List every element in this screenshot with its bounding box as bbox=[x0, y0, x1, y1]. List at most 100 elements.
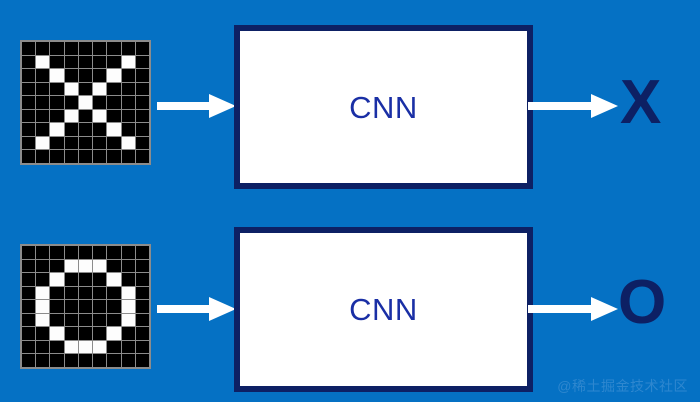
pixel-cell bbox=[135, 69, 149, 82]
pixel-cell bbox=[50, 259, 64, 273]
pixel-cell bbox=[36, 246, 50, 259]
pixel-cell bbox=[121, 354, 135, 367]
pixel-cell bbox=[78, 273, 93, 286]
pixel-cell bbox=[36, 340, 50, 354]
pixel-cell bbox=[107, 246, 121, 259]
pixel-cell bbox=[22, 300, 36, 313]
pixel-cell bbox=[121, 82, 135, 96]
input-arrow-o bbox=[157, 296, 236, 322]
pixel-cell bbox=[36, 55, 50, 69]
pixel-cell bbox=[107, 136, 121, 150]
pixel-cell bbox=[135, 327, 149, 340]
pixel-cell bbox=[93, 42, 107, 55]
pixel-cell bbox=[135, 259, 149, 273]
pixel-cell bbox=[93, 150, 107, 163]
pixel-cell bbox=[135, 313, 149, 327]
pixel-cell bbox=[135, 42, 149, 55]
pixel-cell bbox=[22, 69, 36, 82]
pixel-cell bbox=[107, 327, 121, 340]
input-arrow-x bbox=[157, 93, 236, 119]
pixel-cell bbox=[135, 150, 149, 163]
pixel-cell bbox=[107, 286, 121, 300]
pixel-cell bbox=[121, 109, 135, 123]
pixel-cell bbox=[50, 123, 64, 136]
pixel-cell bbox=[78, 42, 93, 55]
pixel-cell bbox=[135, 286, 149, 300]
pixel-cell bbox=[93, 246, 107, 259]
pixel-cell bbox=[36, 42, 50, 55]
pixel-cell bbox=[36, 96, 50, 109]
pixel-cell bbox=[22, 82, 36, 96]
pixel-cell bbox=[64, 327, 78, 340]
cnn-label-x: CNN bbox=[349, 89, 418, 125]
pixel-cell bbox=[64, 246, 78, 259]
pixel-cell bbox=[121, 340, 135, 354]
pixel-cell bbox=[22, 327, 36, 340]
pixel-cell bbox=[50, 354, 64, 367]
pixel-cell bbox=[78, 246, 93, 259]
pixel-cell bbox=[107, 69, 121, 82]
pixel-cell bbox=[64, 69, 78, 82]
pixel-cell bbox=[78, 96, 93, 109]
pixel-cell bbox=[22, 55, 36, 69]
pixel-cell bbox=[50, 82, 64, 96]
pixel-cell bbox=[107, 42, 121, 55]
pixel-cell bbox=[121, 123, 135, 136]
pixel-cell bbox=[121, 69, 135, 82]
pixel-cell bbox=[64, 42, 78, 55]
pixel-cell bbox=[64, 136, 78, 150]
pixel-cell bbox=[22, 96, 36, 109]
pixel-cell bbox=[135, 82, 149, 96]
pixel-cell bbox=[107, 273, 121, 286]
pixel-cell bbox=[64, 96, 78, 109]
pixel-cell bbox=[64, 300, 78, 313]
pixel-cell bbox=[64, 354, 78, 367]
pixel-cell bbox=[64, 259, 78, 273]
pixel-cell bbox=[135, 354, 149, 367]
pixel-cell bbox=[64, 273, 78, 286]
pixel-cell bbox=[36, 136, 50, 150]
pixel-cell bbox=[78, 55, 93, 69]
pixel-cell bbox=[107, 96, 121, 109]
pixel-cell bbox=[22, 136, 36, 150]
pixel-cell bbox=[50, 273, 64, 286]
pixel-cell bbox=[78, 82, 93, 96]
pixel-cell bbox=[22, 150, 36, 163]
pixel-cell bbox=[50, 327, 64, 340]
pixel-cell bbox=[50, 340, 64, 354]
pixel-cell bbox=[22, 273, 36, 286]
pixel-cell bbox=[64, 340, 78, 354]
pixel-cell bbox=[135, 136, 149, 150]
pixel-cell bbox=[78, 300, 93, 313]
cnn-model-box-o[interactable]: CNN bbox=[234, 227, 533, 392]
pixel-cell bbox=[64, 82, 78, 96]
pixel-cell bbox=[107, 259, 121, 273]
pixel-cell bbox=[36, 300, 50, 313]
pixel-cell bbox=[22, 259, 36, 273]
pixel-cell bbox=[93, 259, 107, 273]
pixel-cell bbox=[93, 340, 107, 354]
watermark: @稀土掘金技术社区 bbox=[557, 378, 688, 394]
pixel-cell bbox=[121, 300, 135, 313]
pixel-cell bbox=[93, 82, 107, 96]
pixel-cell bbox=[107, 109, 121, 123]
x-pixel-grid bbox=[20, 40, 151, 165]
output-arrow-x bbox=[528, 93, 618, 119]
pixel-cell bbox=[36, 313, 50, 327]
pixel-cell bbox=[121, 42, 135, 55]
pixel-cell bbox=[50, 313, 64, 327]
pixel-cell bbox=[36, 259, 50, 273]
pixel-cell bbox=[36, 123, 50, 136]
pixel-cell bbox=[93, 354, 107, 367]
pixel-cell bbox=[93, 286, 107, 300]
cnn-model-box-x[interactable]: CNN bbox=[234, 25, 533, 189]
pixel-cell bbox=[36, 273, 50, 286]
pixel-cell bbox=[107, 150, 121, 163]
pixel-cell bbox=[121, 136, 135, 150]
pixel-cell bbox=[78, 109, 93, 123]
pixel-cell bbox=[50, 246, 64, 259]
pixel-cell bbox=[64, 286, 78, 300]
pixel-cell bbox=[93, 69, 107, 82]
pixel-cell bbox=[64, 55, 78, 69]
